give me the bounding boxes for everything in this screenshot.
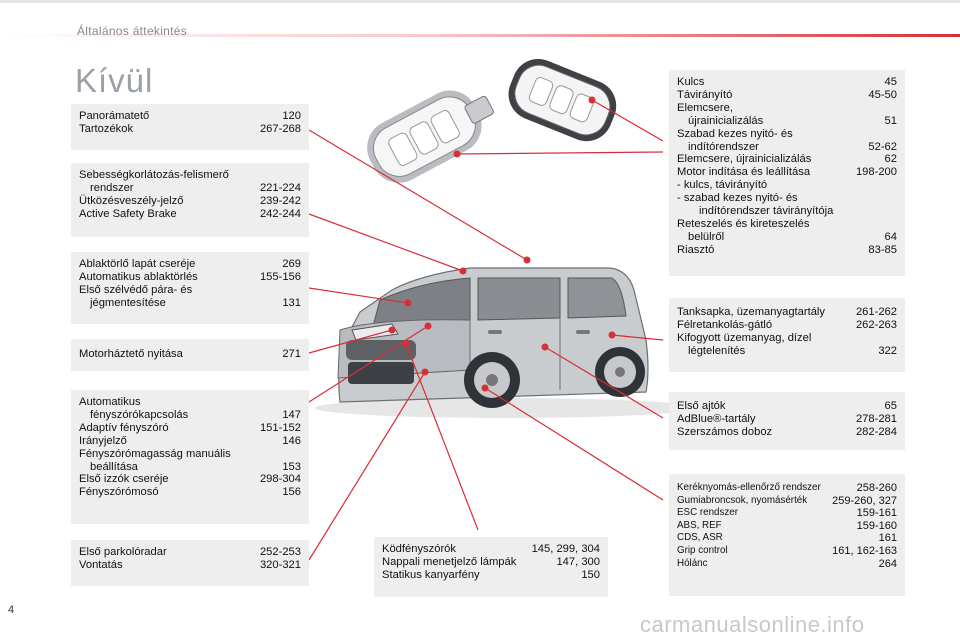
list-item: - kulcs, távirányító — [677, 179, 768, 192]
rear-wheel-icon — [595, 347, 645, 397]
page-number: 4 — [8, 604, 15, 616]
list-item: - szabad kezes nyitó- és — [677, 192, 798, 205]
header-accent-bar — [0, 34, 960, 37]
watermark: carmanualsonline.info — [640, 612, 865, 637]
top-rule — [0, 0, 960, 3]
front-wheel-icon — [464, 352, 520, 408]
page-title: Kívül — [75, 62, 154, 99]
callout-lines — [308, 99, 664, 561]
list-item: indítórendszer távirányítója — [699, 205, 834, 218]
hands-free-key-icon — [508, 58, 617, 142]
callout-dots — [388, 96, 616, 392]
key-fob-icon — [367, 90, 494, 183]
section-title: Általános áttekintés — [77, 24, 188, 38]
